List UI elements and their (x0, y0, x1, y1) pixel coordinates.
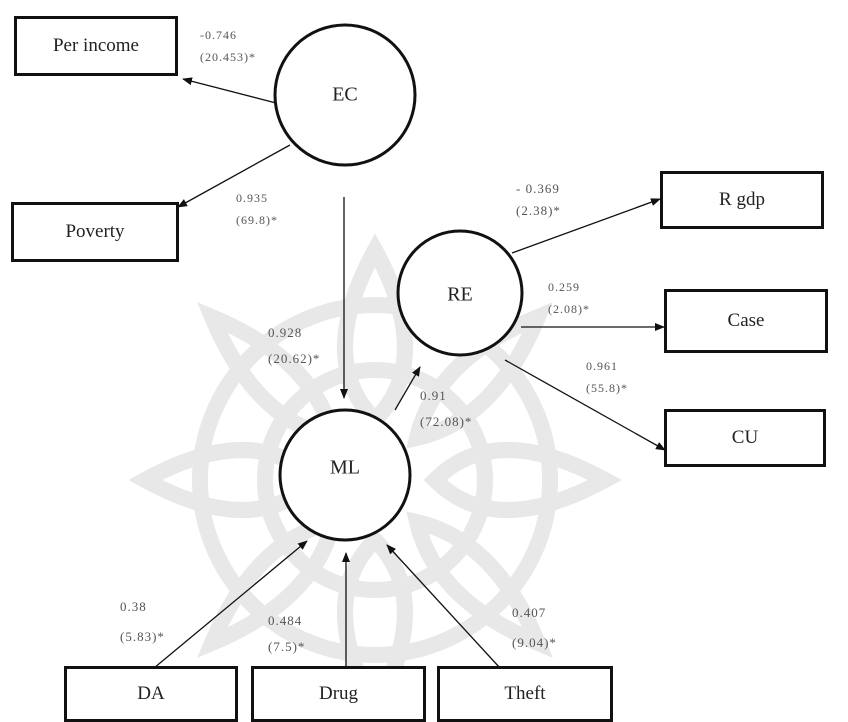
coef-ec-poverty: 0.935 (69.8)* (236, 187, 278, 231)
indicator-poverty: Poverty (11, 202, 179, 262)
tstat-value: (2.08)* (548, 302, 590, 316)
coef-value: 0.38 (120, 599, 147, 614)
tstat-value: (55.8)* (586, 381, 628, 395)
indicator-cu: CU (664, 409, 826, 467)
tstat-value: (7.5)* (268, 639, 306, 654)
latent-circle-ml (278, 408, 412, 542)
coef-value: - 0.369 (516, 181, 560, 196)
arrow-da-ml (153, 540, 308, 669)
indicator-per-income: Per income (14, 16, 178, 76)
coef-value: -0.746 (200, 28, 237, 42)
tstat-value: (2.38)* (516, 203, 561, 218)
indicator-case: Case (664, 289, 828, 353)
arrow-ml-re (394, 366, 421, 411)
tstat-value: (69.8)* (236, 213, 278, 227)
coef-da-ml: 0.38 (5.83)* (120, 592, 165, 652)
coef-re-cu: 0.961 (55.8)* (586, 355, 628, 399)
indicator-da: DA (64, 666, 238, 722)
coef-ec-ml: 0.928 (20.62)* (268, 320, 320, 372)
tstat-value: (20.453)* (200, 50, 256, 64)
coef-value: 0.91 (420, 388, 447, 403)
arrow-ec-poverty (177, 144, 291, 208)
indicator-drug: Drug (251, 666, 426, 722)
arrow-ec-per-income (182, 77, 277, 104)
latent-circle-ec (273, 23, 417, 167)
latent-circle-re (396, 229, 524, 357)
coef-value: 0.961 (586, 359, 618, 373)
coef-ec-per-income: -0.746 (20.453)* (200, 24, 256, 68)
latent-label-ec: EC (332, 83, 358, 106)
arrow-re-cu (504, 359, 666, 451)
latent-label-re: RE (447, 283, 473, 306)
coef-ml-re: 0.91 (72.08)* (420, 383, 472, 435)
latent-label-ml: ML (330, 456, 360, 479)
tstat-value: (9.04)* (512, 635, 557, 650)
coef-value: 0.484 (268, 613, 303, 628)
tstat-value: (20.62)* (268, 351, 321, 366)
indicator-theft: Theft (437, 666, 613, 722)
coef-theft-ml: 0.407 (9.04)* (512, 598, 557, 658)
coef-drug-ml: 0.484 (7.5)* (268, 608, 305, 660)
coef-value: 0.407 (512, 605, 547, 620)
coef-value: 0.935 (236, 191, 268, 205)
coef-value: 0.928 (268, 325, 303, 340)
coef-re-case: 0.259 (2.08)* (548, 276, 590, 320)
tstat-value: (72.08)* (420, 414, 473, 429)
tstat-value: (5.83)* (120, 629, 165, 644)
coef-re-r-gdp: - 0.369 (2.38)* (516, 178, 561, 222)
indicator-r-gdp: R gdp (660, 171, 824, 229)
arrow-re-r-gdp (511, 198, 661, 254)
arrow-theft-ml (386, 544, 501, 669)
coef-value: 0.259 (548, 280, 580, 294)
